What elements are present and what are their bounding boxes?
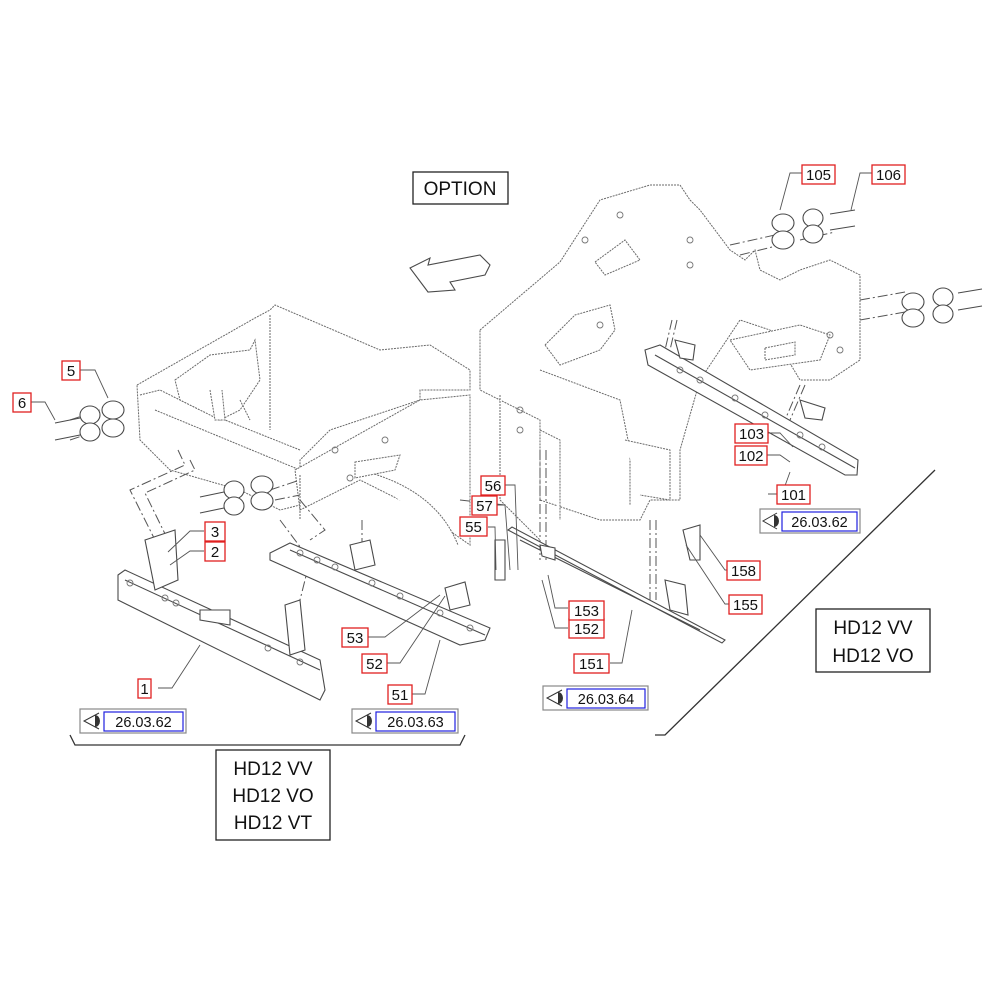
callout-105[interactable]: 105 (801, 164, 836, 185)
svg-text:26.03.62: 26.03.62 (115, 715, 171, 731)
svg-text:3: 3 (211, 524, 219, 541)
svg-text:155: 155 (733, 597, 758, 614)
callout-102[interactable]: 102 (734, 445, 768, 466)
svg-text:103: 103 (739, 426, 764, 443)
svg-text:153: 153 (574, 603, 599, 620)
svg-text:56: 56 (485, 478, 502, 495)
callout-51[interactable]: 51 (387, 684, 413, 705)
svg-text:51: 51 (392, 687, 409, 704)
svg-text:105: 105 (806, 167, 831, 184)
group-bracket-left (69, 734, 466, 746)
left-frame (69, 304, 506, 601)
callout-53[interactable]: 53 (341, 627, 369, 648)
bushing-set-mid (199, 475, 274, 516)
svg-text:2: 2 (211, 544, 219, 561)
callout-3[interactable]: 3 (204, 521, 226, 542)
callout-52[interactable]: 52 (361, 653, 388, 674)
eye-view-icon (82, 712, 100, 730)
svg-text:106: 106 (876, 167, 901, 184)
callout-151[interactable]: 151 (573, 653, 610, 674)
model-box-left: HD12 VV HD12 VO HD12 VT (215, 749, 331, 841)
svg-text:152: 152 (574, 621, 599, 638)
svg-text:1: 1 (140, 681, 148, 698)
callout-158[interactable]: 158 (726, 560, 761, 581)
svg-text:158: 158 (731, 563, 756, 580)
svg-text:102: 102 (738, 448, 763, 465)
svg-text:HD12 VV: HD12 VV (833, 618, 913, 639)
bushing-set-top (771, 208, 856, 250)
svg-text:101: 101 (781, 487, 806, 504)
svg-text:HD12 VO: HD12 VO (832, 646, 913, 667)
bushing-set-right (901, 287, 983, 328)
eye-view-icon (354, 712, 372, 730)
group-bracket-right (655, 469, 936, 736)
callout-103[interactable]: 103 (734, 423, 769, 444)
reference-left[interactable]: 26.03.62 (79, 708, 187, 734)
beam-101 (644, 339, 859, 476)
svg-text:26.03.62: 26.03.62 (791, 515, 847, 531)
direction-arrow (409, 254, 491, 293)
option-text: OPTION (424, 179, 497, 200)
svg-text:5: 5 (67, 363, 75, 380)
svg-text:26.03.63: 26.03.63 (387, 715, 443, 731)
svg-text:55: 55 (465, 519, 482, 536)
rail-151 (494, 524, 726, 644)
callout-101[interactable]: 101 (776, 484, 811, 505)
callout-2[interactable]: 2 (204, 541, 226, 562)
svg-text:151: 151 (579, 656, 604, 673)
reference-mid[interactable]: 26.03.63 (351, 708, 459, 734)
beam-51 (269, 539, 491, 646)
reference-center[interactable]: 26.03.64 (542, 685, 649, 711)
callout-6[interactable]: 6 (12, 392, 32, 413)
svg-text:HD12 VV: HD12 VV (233, 759, 313, 780)
svg-text:HD12 VO: HD12 VO (232, 786, 313, 807)
eye-view-icon (761, 512, 779, 530)
callout-155[interactable]: 155 (728, 594, 763, 615)
svg-text:52: 52 (366, 656, 383, 673)
svg-text:6: 6 (18, 395, 26, 412)
bushing-set-left (54, 400, 125, 442)
svg-text:53: 53 (347, 630, 364, 647)
callout-106[interactable]: 106 (871, 164, 906, 185)
callout-57[interactable]: 57 (471, 495, 498, 516)
svg-text:57: 57 (476, 498, 493, 515)
callout-1[interactable]: 1 (137, 678, 152, 699)
option-label: OPTION (412, 171, 509, 205)
svg-text:HD12 VT: HD12 VT (234, 813, 313, 834)
model-box-right: HD12 VV HD12 VO (815, 608, 931, 673)
svg-text:26.03.64: 26.03.64 (578, 692, 634, 708)
callout-152[interactable]: 152 (568, 618, 605, 639)
callout-55[interactable]: 55 (459, 516, 488, 537)
eye-view-icon (545, 689, 563, 707)
callout-5[interactable]: 5 (61, 360, 81, 381)
beam-1 (117, 529, 326, 701)
callout-56[interactable]: 56 (480, 475, 506, 496)
callout-153[interactable]: 153 (568, 600, 605, 621)
reference-right[interactable]: 26.03.62 (759, 508, 861, 534)
